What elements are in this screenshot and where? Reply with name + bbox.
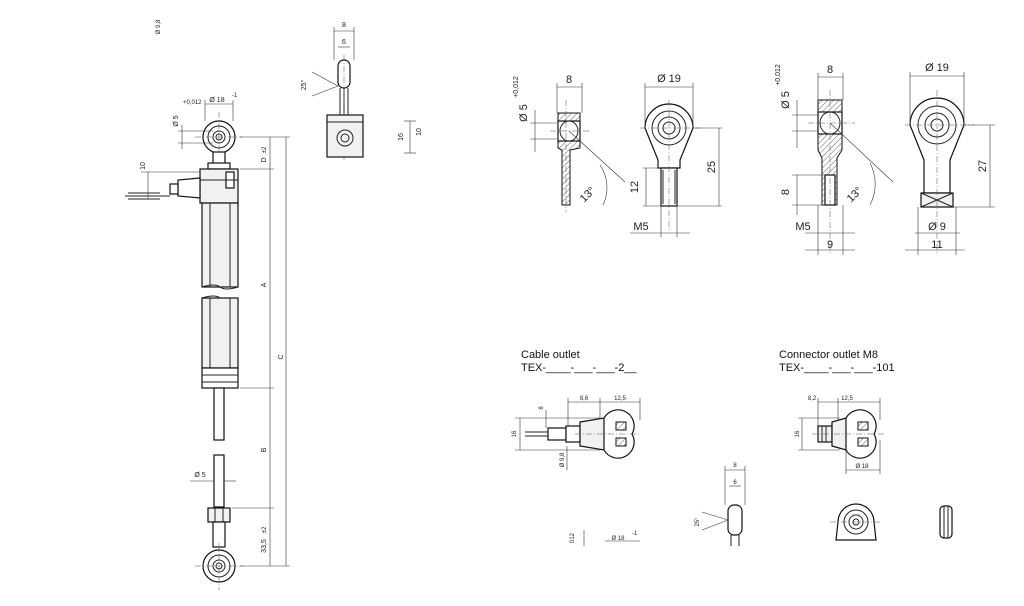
re2-dim-h8: 8 bbox=[780, 189, 792, 195]
main-dim-C: C bbox=[278, 354, 285, 359]
re2-dim-d5: Ø 5 bbox=[780, 91, 792, 109]
top-dim-ang: 25° bbox=[300, 80, 308, 91]
cable-outlet-code: TEX-____-___-___-2__ bbox=[521, 362, 637, 374]
cable-dim-h16: 16 bbox=[512, 430, 518, 437]
cable-dim-d98: Ø 9,8 bbox=[560, 452, 566, 467]
main-dim-335: 33,5 bbox=[261, 539, 268, 553]
re1-dim-d5: Ø 5 bbox=[518, 104, 530, 122]
main-dim-B: B bbox=[261, 447, 268, 452]
cable-outlet-view bbox=[515, 398, 641, 470]
main-dim-d5: Ø 5 bbox=[173, 115, 180, 126]
connector-outlet-code: TEX-____-___-___-101 bbox=[779, 362, 895, 374]
bottom-dim-ang: 25° bbox=[695, 517, 701, 527]
cable-dim-w86: 8,6 bbox=[580, 396, 589, 402]
bottom-dim-d18: Ø 18 bbox=[611, 536, 625, 542]
main-dim-D: D bbox=[261, 157, 268, 162]
re2-dim-d9: Ø 9 bbox=[928, 221, 946, 233]
re2-dim-w9: 9 bbox=[827, 239, 833, 251]
main-dim-d18-tol: -1 bbox=[232, 93, 238, 99]
re2-dim-d19: Ø 19 bbox=[925, 62, 949, 74]
bottom-dim-w6: 6 bbox=[733, 480, 737, 486]
bottom-row-views bbox=[583, 466, 953, 546]
connector-outlet-title: Connector outlet M8 bbox=[779, 349, 879, 361]
top-dim-h16: 16 bbox=[398, 133, 405, 141]
re1-dim-thread: M5 bbox=[633, 221, 648, 233]
re2-dim-w11: 11 bbox=[931, 239, 942, 251]
re1-dim-ang: 13° bbox=[578, 185, 598, 205]
re1-dim-d19: Ø 19 bbox=[657, 73, 681, 85]
top-detail-view bbox=[311, 27, 416, 160]
main-dim-d18: Ø 18 bbox=[209, 97, 224, 104]
conn-dim-w125: 12,5 bbox=[841, 396, 853, 402]
cable-dim-h8: 8 bbox=[539, 406, 545, 410]
conn-dim-d18: Ø 18 bbox=[855, 464, 869, 470]
main-dim-d5-tol: +0,012 bbox=[183, 100, 202, 106]
conn-dim-h16: 16 bbox=[795, 430, 801, 437]
cable-dim-w125: 12,5 bbox=[614, 396, 626, 402]
main-dim-d5-rod: Ø 5 bbox=[194, 472, 205, 479]
re1-dim-w8: 8 bbox=[566, 74, 572, 86]
re2-dim-ang: 13° bbox=[845, 185, 865, 205]
top-dim-w6: 6 bbox=[342, 39, 346, 46]
bottom-dim-w8: 8 bbox=[733, 463, 737, 469]
main-dim-ten: 10 bbox=[140, 162, 147, 170]
main-dim-335-tol: ±2 bbox=[262, 526, 268, 533]
top-detail-head bbox=[326, 114, 364, 158]
sensor-body-upper bbox=[201, 202, 239, 288]
re1-dim-h25: 25 bbox=[706, 161, 718, 173]
re1-dim-d5-tol: +0,012 bbox=[513, 76, 520, 98]
conn-dim-w82: 8,2 bbox=[808, 396, 817, 402]
connector-outlet-view bbox=[798, 398, 885, 474]
cable-outlet-title: Cable outlet bbox=[521, 349, 580, 361]
sensor-body-lower bbox=[201, 297, 239, 369]
main-dim-D-tol: ±2 bbox=[262, 146, 268, 153]
main-dim-d98: Ø 9,8 bbox=[156, 19, 162, 34]
main-sensor-view bbox=[125, 100, 290, 590]
main-dim-A: A bbox=[261, 282, 268, 287]
rod-end-2-view bbox=[792, 72, 995, 255]
re2-dim-d5-tol: +0,012 bbox=[775, 64, 782, 86]
re2-dim-h27: 27 bbox=[977, 160, 989, 172]
rod-end-1-view bbox=[530, 83, 722, 237]
bottom-dim-d18-tol: -1 bbox=[632, 531, 638, 537]
bottom-dim-d5-tol: 012 bbox=[570, 532, 576, 543]
re1-dim-h12: 12 bbox=[629, 181, 641, 193]
top-dim-w8: 8 bbox=[342, 22, 346, 29]
re2-dim-thread: M5 bbox=[795, 221, 810, 233]
re2-dim-w8: 8 bbox=[827, 64, 833, 76]
top-dim-h10: 10 bbox=[416, 128, 423, 136]
